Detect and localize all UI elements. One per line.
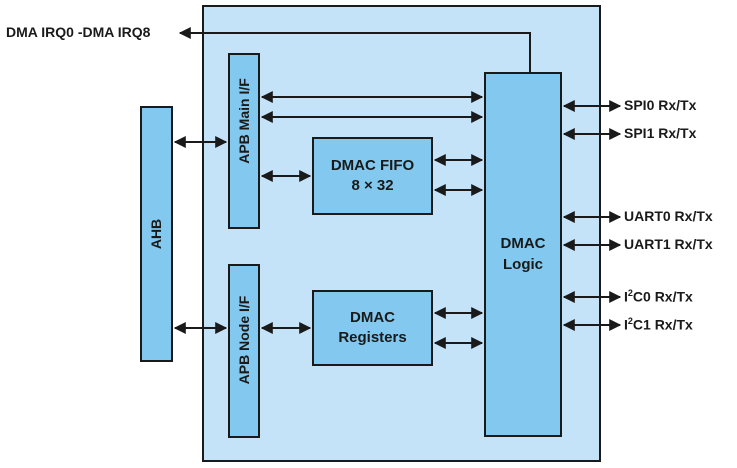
- dmac-registers-block: [312, 290, 433, 366]
- dma-irq-label: DMA IRQ0 -DMA IRQ8: [6, 24, 151, 40]
- port-label-i2c1-pre: I: [624, 316, 628, 333]
- ahb-bus-block: [140, 106, 173, 362]
- port-label-uart0-text: UART0 Rx/Tx: [624, 208, 713, 224]
- irq-output-arrow: [178, 27, 531, 72]
- dmac-logic-line2: Logic: [503, 255, 543, 273]
- port-label-i2c0-post: C0 Rx/Tx: [632, 288, 693, 305]
- port-label-spi0: SPI0 Rx/Tx: [624, 97, 696, 113]
- port-label-i2c0: I2C0 Rx/Tx: [624, 288, 693, 305]
- port-label-i2c0-sup: 2: [627, 288, 633, 298]
- dmac-registers-label: DMAC Registers: [312, 290, 433, 366]
- port-label-spi1: SPI1 Rx/Tx: [624, 125, 696, 141]
- port-label-i2c1: I2C1 Rx/Tx: [624, 316, 693, 333]
- port-label-uart1: UART1 Rx/Tx: [624, 236, 713, 252]
- port-label-uart1-text: UART1 Rx/Tx: [624, 236, 713, 252]
- dmac-logic-label: DMAC Logic: [484, 72, 562, 437]
- dmac-registers-line1: DMAC: [350, 308, 395, 326]
- dmac-fifo-block: [312, 137, 433, 215]
- apb-node-if-block: [228, 264, 260, 438]
- apb-main-if-block: [228, 53, 260, 229]
- port-label-uart0: UART0 Rx/Tx: [624, 208, 713, 224]
- dmac-fifo-size: 8 × 32: [351, 177, 394, 194]
- dmac-logic-line1: DMAC: [500, 235, 546, 253]
- dmac-fifo-title: DMAC FIFO: [330, 156, 415, 174]
- port-label-spi0-text: SPI0 Rx/Tx: [624, 97, 697, 113]
- port-label-i2c1-post: C1 Rx/Tx: [632, 316, 693, 333]
- dmac-registers-line2: Registers: [338, 329, 407, 346]
- port-label-i2c0-pre: I: [624, 288, 628, 305]
- dmac-logic-block: [484, 72, 562, 437]
- dmac-fifo-label: DMAC FIFO 8 × 32: [312, 137, 433, 215]
- port-label-i2c1-sup: 2: [627, 316, 633, 326]
- port-label-spi1-text: SPI1 Rx/Tx: [624, 125, 697, 141]
